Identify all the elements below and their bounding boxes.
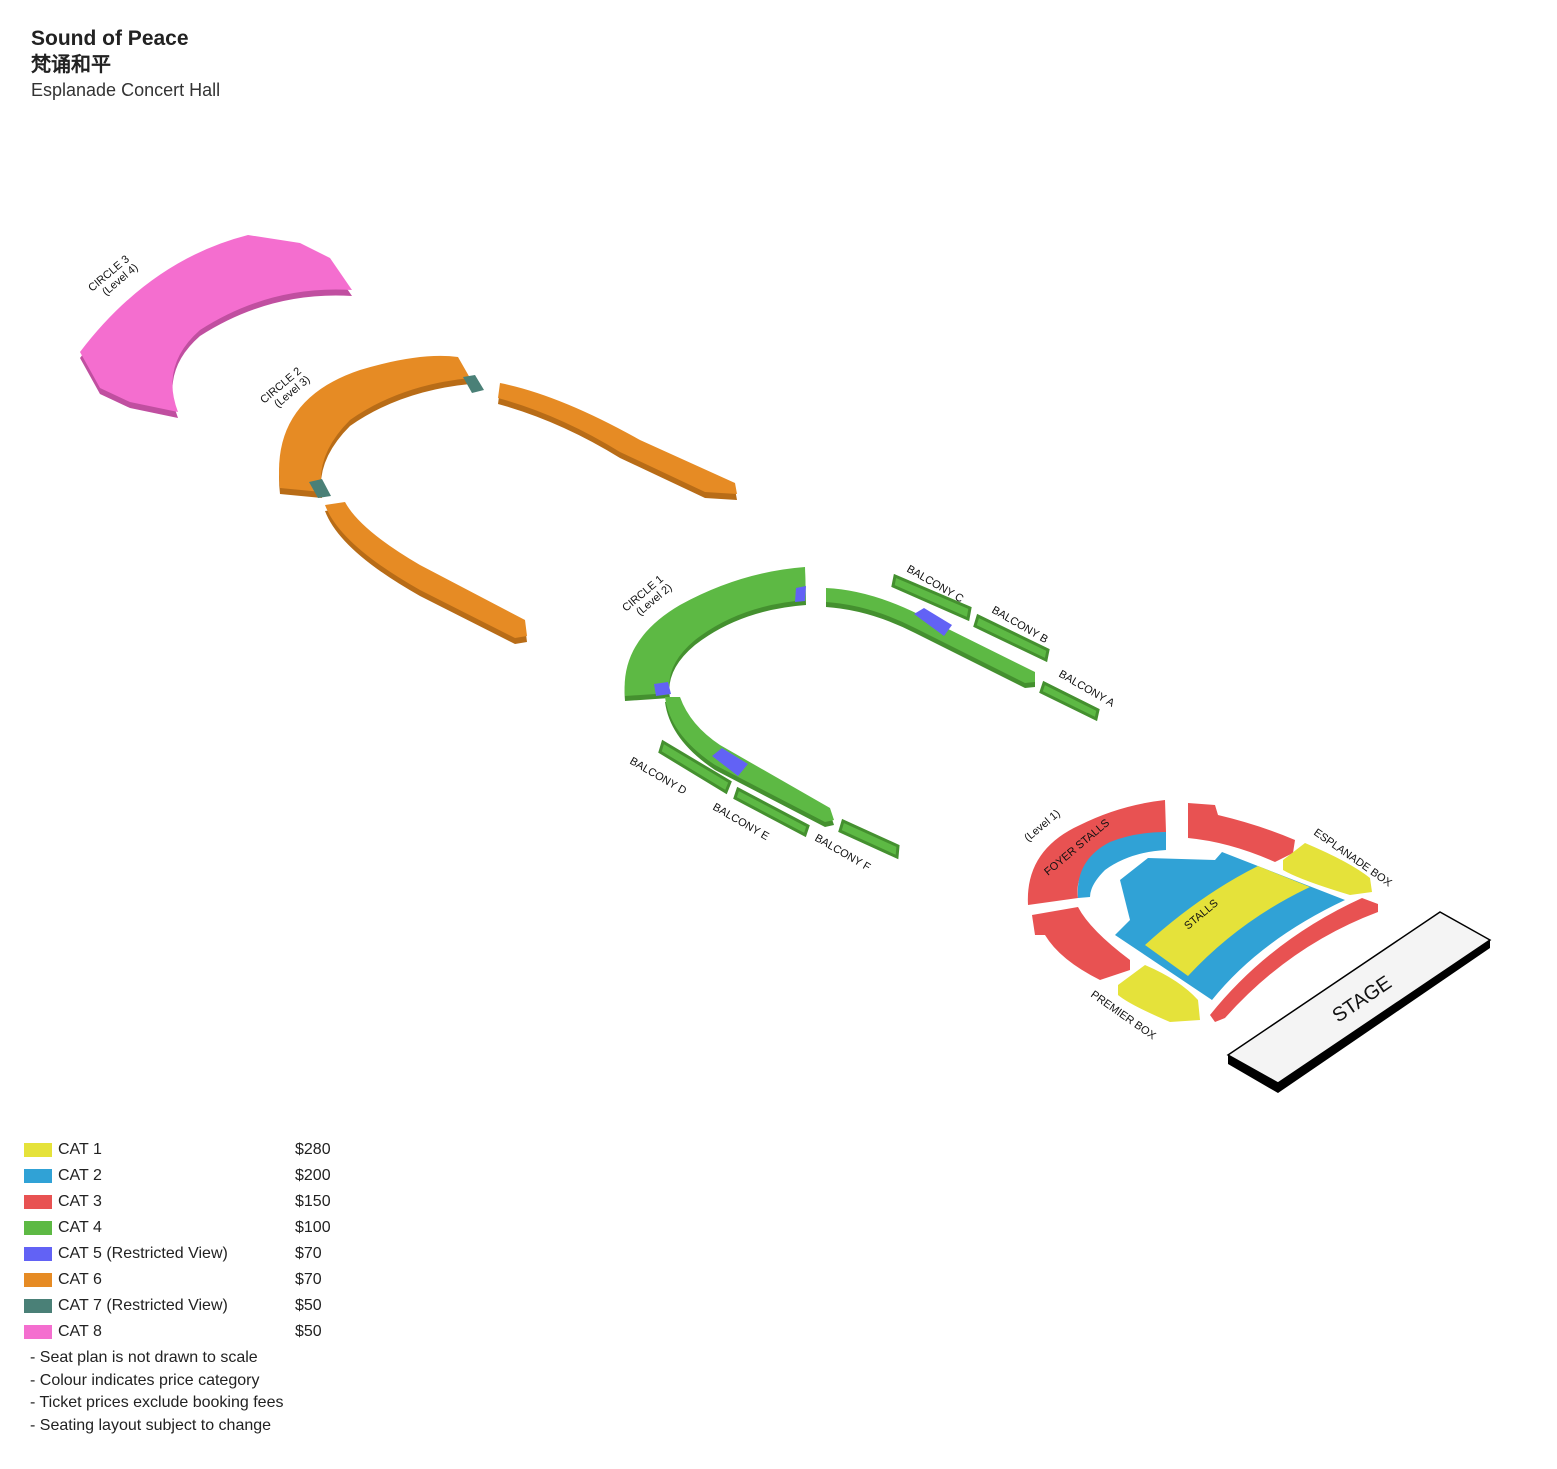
legend-category: CAT 6 bbox=[58, 1271, 102, 1288]
section-circle-2[interactable]: CIRCLE 2(Level 3) bbox=[258, 355, 737, 644]
cat5-block bbox=[914, 608, 952, 636]
legend-swatch bbox=[24, 1247, 52, 1261]
legend-item: CAT 2 $200 bbox=[24, 1163, 331, 1189]
header: Sound of Peace 梵诵和平 Esplanade Concert Ha… bbox=[31, 26, 220, 102]
legend-price: $100 bbox=[295, 1219, 331, 1236]
event-title: Sound of Peace bbox=[31, 27, 189, 50]
section-balcony-f[interactable] bbox=[838, 818, 900, 860]
section-balcony-d[interactable] bbox=[658, 739, 732, 795]
legend-category: CAT 5 (Restricted View) bbox=[58, 1245, 228, 1262]
section-stalls-front-cat3[interactable] bbox=[1210, 898, 1378, 1022]
section-balcony-b[interactable] bbox=[973, 613, 1050, 663]
legend-item: CAT 6 $70 bbox=[24, 1267, 331, 1293]
legend-swatch bbox=[24, 1273, 52, 1287]
note: - Seating layout subject to change bbox=[30, 1416, 272, 1434]
notes: - Seat plan is not drawn to scale - Colou… bbox=[24, 1347, 331, 1437]
legend-price: $70 bbox=[295, 1271, 322, 1288]
section-circle-1[interactable]: CIRCLE 1(Level 2) bbox=[620, 567, 1035, 827]
legend-price: $50 bbox=[295, 1297, 322, 1314]
legend-swatch bbox=[24, 1221, 52, 1235]
legend-category: CAT 3 bbox=[58, 1193, 102, 1210]
section-balcony-c[interactable] bbox=[891, 573, 972, 622]
note: - Seat plan is not drawn to scale bbox=[30, 1349, 258, 1366]
legend-item: CAT 5 (Restricted View) $70 bbox=[24, 1241, 331, 1267]
legend-price: $70 bbox=[295, 1245, 322, 1262]
stage: STAGE bbox=[1226, 911, 1492, 1093]
section-circle-3[interactable]: CIRCLE 3(Level 4) bbox=[80, 235, 352, 418]
legend-swatch bbox=[24, 1299, 52, 1313]
legend-swatch bbox=[24, 1325, 52, 1339]
legend-item: CAT 8 $50 bbox=[24, 1319, 331, 1345]
section-premier-box[interactable] bbox=[1118, 965, 1200, 1022]
legend-swatch bbox=[24, 1195, 52, 1209]
cat5-block bbox=[712, 748, 748, 776]
legend-category: CAT 4 bbox=[58, 1219, 102, 1236]
cat7-block bbox=[309, 479, 331, 498]
cat5-block bbox=[795, 586, 806, 602]
level-1-label: (Level 1) bbox=[1022, 808, 1062, 845]
venue-name: Esplanade Concert Hall bbox=[31, 80, 221, 100]
cat5-block bbox=[654, 682, 671, 696]
section-balcony-a[interactable] bbox=[1039, 680, 1100, 722]
legend-price: $280 bbox=[295, 1141, 331, 1158]
section-stalls-right-cat3[interactable] bbox=[1188, 803, 1295, 862]
legend-swatch bbox=[24, 1169, 52, 1183]
legend-price: $200 bbox=[295, 1167, 331, 1184]
event-title-chinese: 梵诵和平 bbox=[31, 54, 111, 76]
legend-item: CAT 3 $150 bbox=[24, 1189, 331, 1215]
legend-item: CAT 1 $280 bbox=[24, 1137, 331, 1163]
level-1: (Level 1) FOYER STALLS STALLS ESPLANADE … bbox=[1022, 800, 1394, 1043]
note: - Colour indicates price category bbox=[30, 1371, 260, 1389]
note: - Ticket prices exclude booking fees bbox=[30, 1394, 284, 1411]
legend-price: $150 bbox=[295, 1193, 331, 1210]
legend-category: CAT 8 bbox=[58, 1323, 102, 1340]
section-balcony-e[interactable] bbox=[733, 786, 810, 838]
legend-price: $50 bbox=[295, 1323, 322, 1340]
legend-category: CAT 1 bbox=[58, 1141, 102, 1158]
legend-item: CAT 7 (Restricted View) $50 bbox=[24, 1293, 331, 1319]
legend-category: CAT 7 (Restricted View) bbox=[58, 1297, 228, 1314]
legend-swatch bbox=[24, 1143, 52, 1157]
section-stalls-cat1[interactable] bbox=[1145, 866, 1310, 976]
legend-item: CAT 4 $100 bbox=[24, 1215, 331, 1241]
section-esplanade-box[interactable] bbox=[1283, 843, 1372, 895]
cat7-block bbox=[463, 375, 484, 393]
section-foyer-stalls-cat2[interactable] bbox=[1077, 832, 1166, 898]
legend-category: CAT 2 bbox=[58, 1167, 102, 1184]
section-stalls-left-cat3[interactable] bbox=[1032, 907, 1130, 980]
